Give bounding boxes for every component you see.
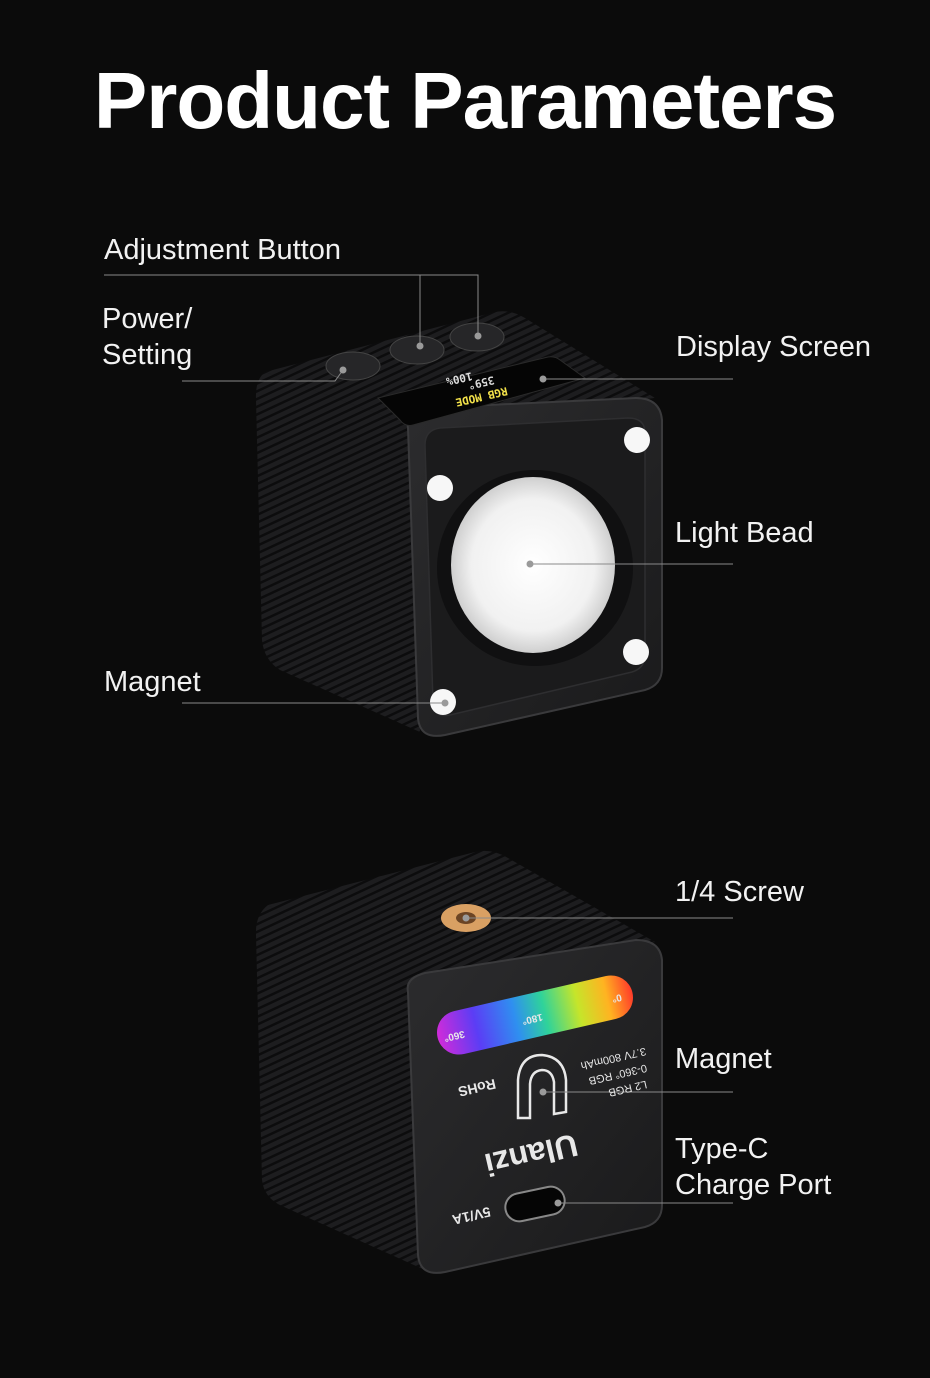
- page-title: Product Parameters: [93, 56, 837, 145]
- display-screen: [377, 356, 587, 426]
- label-screw: 1/4 Screw: [675, 876, 804, 908]
- label-display-screen: Display Screen: [676, 331, 872, 363]
- label-light-bead: Light Bead: [675, 517, 814, 549]
- magnet-symbol: [516, 1053, 568, 1120]
- light-front-view: [255, 311, 663, 737]
- device-top-face: [265, 311, 655, 425]
- label-type-c-2: Charge Port: [675, 1169, 832, 1201]
- hue-scale-bar: [436, 975, 634, 1055]
- magnet-dot: [624, 427, 650, 453]
- light-bottom-view: [255, 850, 663, 1274]
- label-magnet-top: Magnet: [104, 666, 201, 698]
- type-c-port: [504, 1185, 566, 1223]
- label-power-setting-1: Power/: [102, 303, 193, 335]
- adjust-button-down[interactable]: [389, 335, 445, 365]
- magnet-dot: [623, 639, 649, 665]
- device-left-face: [255, 372, 420, 732]
- magnet-dot: [427, 475, 453, 501]
- device-left-face: [255, 905, 425, 1270]
- power-button[interactable]: [325, 351, 381, 381]
- leader-lines: [104, 274, 733, 1204]
- label-power-setting-2: Setting: [102, 339, 193, 371]
- label-adjustment-button: Adjustment Button: [104, 234, 341, 266]
- label-magnet-bottom: Magnet: [675, 1043, 772, 1075]
- label-type-c-1: Type-C: [675, 1133, 769, 1165]
